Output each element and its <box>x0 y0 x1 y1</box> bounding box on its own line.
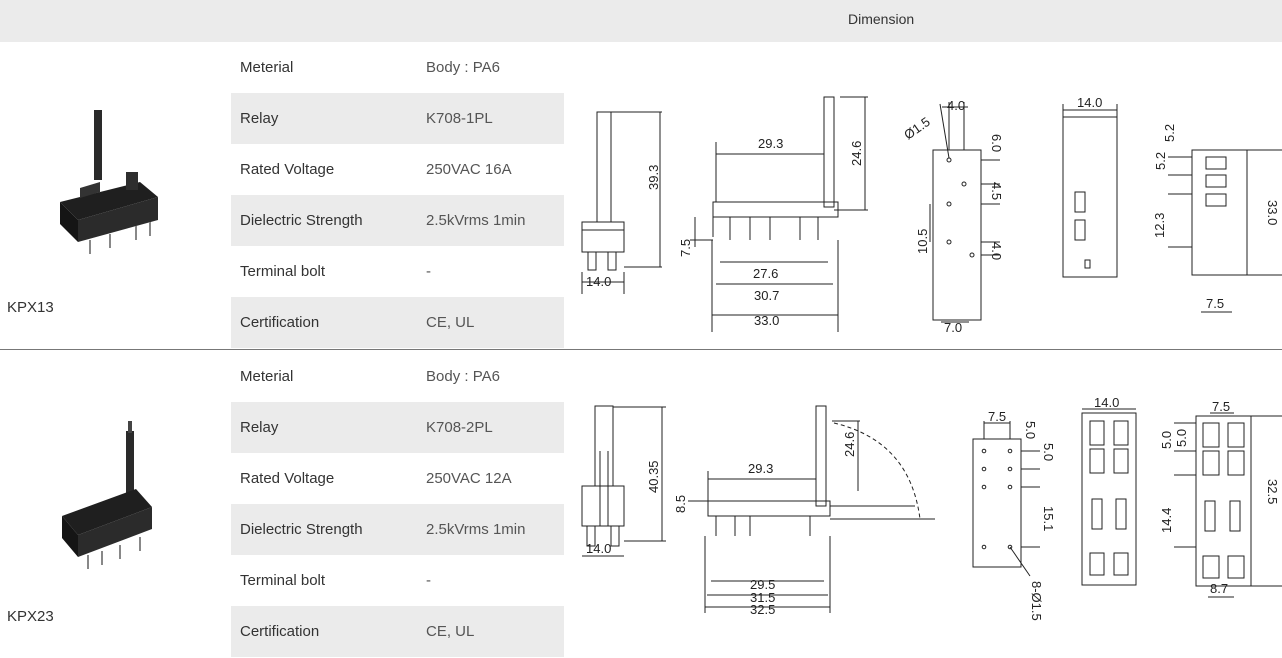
dimension-drawing: 14.0 40.35 8.5 29.3 24.6 29.5 31.5 32.5 … <box>581 395 1282 621</box>
product-name: KPX23 <box>7 608 54 625</box>
spec-value: 2.5kVrms 1min <box>426 212 526 229</box>
spec-value: K708-1PL <box>426 110 493 127</box>
dim-label: 14.0 <box>1094 395 1119 410</box>
spec-row-terminal-bolt: Terminal bolt - <box>231 555 564 606</box>
dim-label: 8.5 <box>673 495 688 513</box>
spec-row-material: Meterial Body : PA6 <box>231 42 564 93</box>
spec-value: Body : PA6 <box>426 59 500 76</box>
dim-label: 7.5 <box>1212 399 1230 414</box>
dim-label: 12.3 <box>1152 213 1167 238</box>
dim-label: 5.2 <box>1162 124 1177 142</box>
spec-label: Relay <box>240 110 279 127</box>
product-row-kpx13: KPX13 Meterial Body : PA6 Relay K708-1PL… <box>0 42 1282 349</box>
dim-label: 33.0 <box>1265 200 1280 225</box>
dim-label: 5.0 <box>1023 421 1038 439</box>
spec-table: Meterial Body : PA6 Relay K708-2PL Rated… <box>231 351 564 657</box>
spec-row-rated-voltage: Rated Voltage 250VAC 12A <box>231 453 564 504</box>
spec-row-certification: Certification CE, UL <box>231 606 564 657</box>
dim-label: 5.0 <box>1041 443 1056 461</box>
spec-label: Meterial <box>240 59 294 76</box>
relay-socket-image <box>60 110 158 254</box>
spec-value: 250VAC 12A <box>426 470 512 487</box>
dim-label: 8.7 <box>1210 581 1228 596</box>
spec-row-relay: Relay K708-1PL <box>231 93 564 144</box>
row-divider <box>0 349 1282 350</box>
spec-row-dielectric: Dielectric Strength 2.5kVrms 1min <box>231 195 564 246</box>
spec-value: CE, UL <box>426 623 475 640</box>
dim-label: 14.0 <box>1077 95 1102 110</box>
spec-label: Rated Voltage <box>240 470 335 487</box>
dim-label: 32.5 <box>750 602 775 617</box>
spec-value: - <box>426 263 431 280</box>
spec-label: Terminal bolt <box>240 263 326 280</box>
dim-label: 33.0 <box>754 313 779 328</box>
dim-label: 15.1 <box>1041 506 1056 531</box>
dim-label: 31.5 <box>750 590 775 605</box>
dim-label: 29.3 <box>758 136 783 151</box>
spec-label: Rated Voltage <box>240 161 335 178</box>
dim-label: 5.0 <box>1174 429 1189 447</box>
dim-label: 32.5 <box>1265 479 1280 504</box>
dim-label: 27.6 <box>753 266 778 281</box>
spec-label: Relay <box>240 419 279 436</box>
spec-label: Certification <box>240 314 320 331</box>
spec-row-material: Meterial Body : PA6 <box>231 351 564 402</box>
dim-label: 7.0 <box>944 320 962 335</box>
spec-value: - <box>426 572 431 589</box>
dim-label: 39.3 <box>646 165 661 190</box>
spec-row-terminal-bolt: Terminal bolt - <box>231 246 564 297</box>
dim-label: 14.0 <box>586 274 611 289</box>
spec-value: CE, UL <box>426 314 475 331</box>
dim-label: 4.0 <box>947 98 965 113</box>
product-name: KPX13 <box>7 299 54 316</box>
header-title: Dimension <box>848 11 915 27</box>
spec-row-rated-voltage: Rated Voltage 250VAC 16A <box>231 144 564 195</box>
spec-table: Meterial Body : PA6 Relay K708-1PL Rated… <box>231 42 564 348</box>
spec-value: 250VAC 16A <box>426 161 512 178</box>
spec-label: Dielectric Strength <box>240 212 363 229</box>
dim-label: 6.0 <box>989 134 1004 152</box>
dim-label: 29.5 <box>750 577 775 592</box>
dimension-drawing: 14.0 39.3 7.5 29.3 24.6 27.6 30.7 33.0 Ø… <box>581 95 1282 335</box>
dim-label: 10.5 <box>915 229 930 254</box>
spec-value: 2.5kVrms 1min <box>426 521 526 538</box>
spec-value: K708-2PL <box>426 419 493 436</box>
table-header: Dimension <box>0 0 1282 42</box>
dim-label: 7.5 <box>678 239 693 257</box>
dim-label: 8-Ø1.5 <box>1029 581 1044 621</box>
dim-label: 5.0 <box>1159 431 1174 449</box>
dim-label: 5.2 <box>1153 152 1168 170</box>
dim-label: 4.0 <box>989 242 1004 260</box>
spec-row-relay: Relay K708-2PL <box>231 402 564 453</box>
spec-label: Terminal bolt <box>240 572 326 589</box>
dim-label: 4.5 <box>989 182 1004 200</box>
product-row-kpx23: KPX23 Meterial Body : PA6 Relay K708-2PL… <box>0 351 1282 658</box>
dim-label: 29.3 <box>748 461 773 476</box>
spec-label: Meterial <box>240 368 294 385</box>
dim-label: 14.0 <box>586 541 611 556</box>
spec-row-certification: Certification CE, UL <box>231 297 564 348</box>
dim-label: 24.6 <box>842 432 857 457</box>
spec-row-dielectric: Dielectric Strength 2.5kVrms 1min <box>231 504 564 555</box>
spec-label: Certification <box>240 623 320 640</box>
dim-label: 7.5 <box>988 409 1006 424</box>
dim-label: 30.7 <box>754 288 779 303</box>
dim-label: Ø1.5 <box>901 114 933 142</box>
dim-label: 14.4 <box>1159 508 1174 533</box>
dim-label: 7.5 <box>1206 296 1224 311</box>
relay-socket-image <box>62 421 152 569</box>
spec-value: Body : PA6 <box>426 368 500 385</box>
spec-label: Dielectric Strength <box>240 521 363 538</box>
dim-label: 40.35 <box>646 460 661 493</box>
dim-label: 24.6 <box>849 141 864 166</box>
